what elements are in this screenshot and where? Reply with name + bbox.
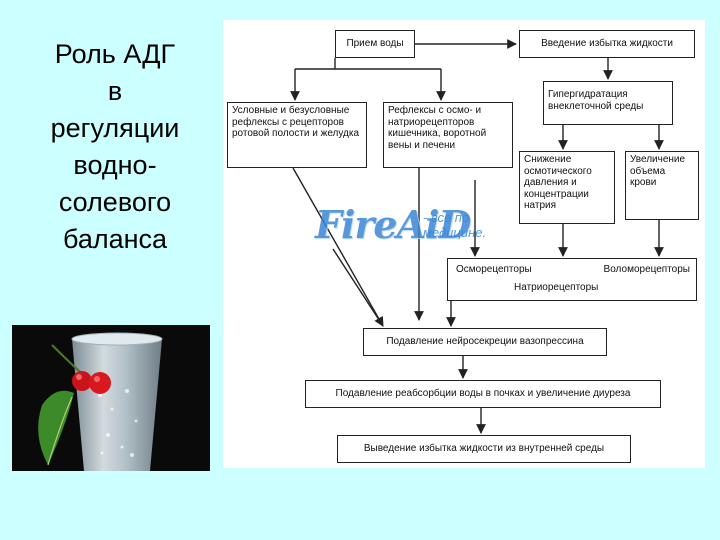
water-glass-photo bbox=[12, 325, 210, 471]
title-line: в bbox=[107, 76, 123, 106]
suppress-vasopressin-box: Подавление нейросекреции вазопрессина bbox=[363, 328, 607, 356]
osmo-reflexes-box: Рефлексы с осмо- и натриорецепторов кише… bbox=[383, 102, 513, 168]
watermark-tagline: - все по медицине. bbox=[423, 210, 486, 240]
regulation-diagram: FireAiD - все по медицине. Прием воды Вв… bbox=[223, 20, 705, 468]
natrioreceptors-label: Натриорецепторы bbox=[514, 282, 599, 293]
watermark-line: медицине. bbox=[423, 225, 487, 240]
blood-volume-box: Увеличение объема крови bbox=[625, 151, 699, 220]
water-intake-box: Прием воды bbox=[335, 30, 415, 58]
watermark-line: - все по bbox=[423, 210, 470, 225]
osmotic-pressure-box: Снижение осмотического давления и концен… bbox=[519, 151, 615, 224]
title-line: регуляции bbox=[50, 113, 180, 143]
excretion-box: Выведение избытка жидкости из внутренней… bbox=[337, 435, 631, 463]
excess-fluid-box: Введение избытка жидкости bbox=[519, 30, 695, 58]
suppress-reabsorption-box: Подавление реабсорбции воды в почках и у… bbox=[305, 380, 661, 408]
receptors-box: Осморецепторы Воломорецепторы Натриореце… bbox=[447, 258, 697, 301]
conditioned-reflexes-box: Условные и безусловные рефлексы с рецепт… bbox=[227, 102, 367, 168]
title-line: солевого bbox=[58, 187, 172, 217]
volumoreceptors-label: Воломорецепторы bbox=[603, 264, 690, 275]
watermark-logo: FireAiD bbox=[315, 202, 471, 247]
title-line: баланса bbox=[62, 224, 168, 254]
osmoreceptors-label: Осморецепторы bbox=[456, 264, 532, 275]
title-line: Роль АДГ bbox=[54, 39, 176, 69]
hyperhydration-box: Гипергидратация внеклеточной среды bbox=[543, 81, 673, 125]
title-line: водно- bbox=[73, 150, 157, 180]
connector-arrows bbox=[290, 39, 664, 434]
slide-title: Роль АДГ в регуляции водно- солевого бал… bbox=[20, 36, 210, 258]
